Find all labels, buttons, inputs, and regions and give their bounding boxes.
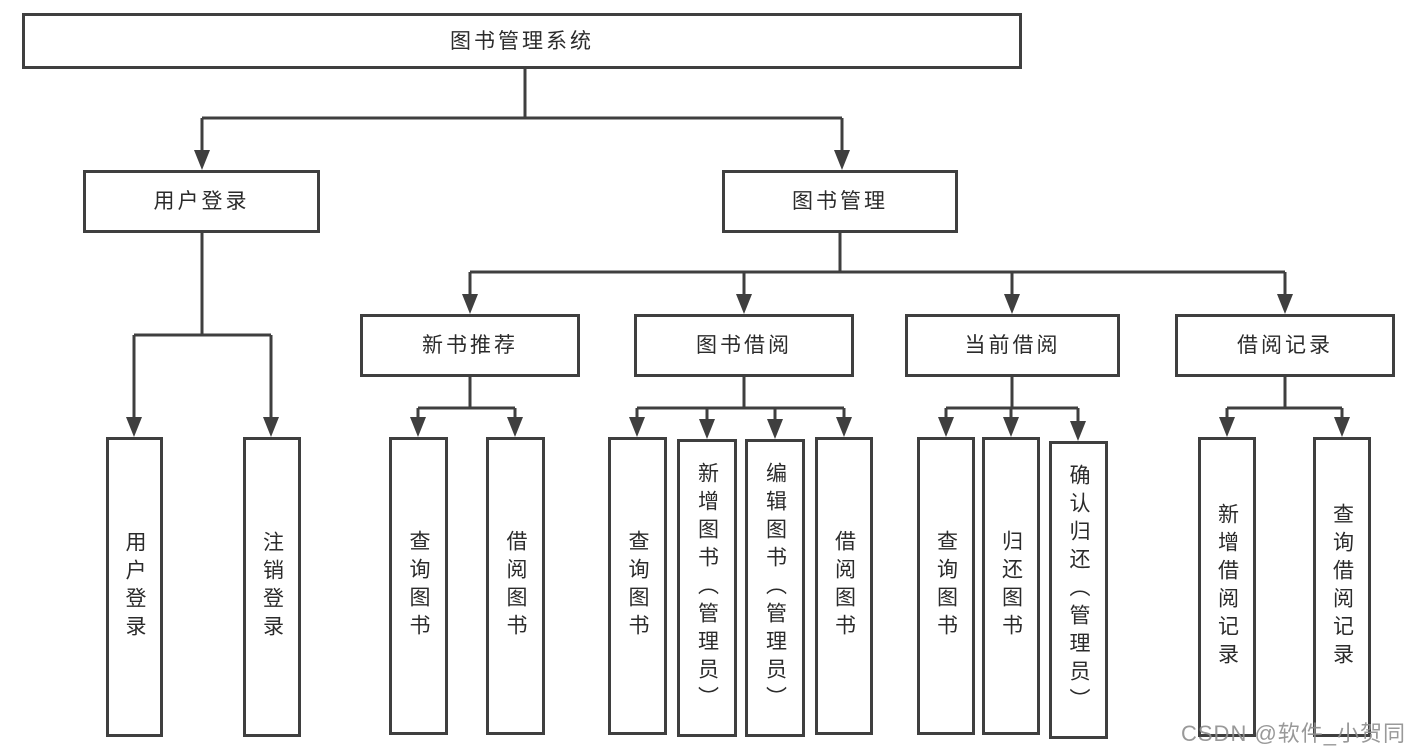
node-library-management-system: 图书管理系统	[22, 13, 1022, 69]
node-current-borrow: 当前借阅	[905, 314, 1120, 377]
node-book-management: 图书管理	[722, 170, 958, 233]
node-user-login: 用户登录	[83, 170, 320, 233]
node-borrow-borrow-book: 借阅图书	[815, 437, 873, 735]
node-borrow-query-book: 查询图书	[608, 437, 667, 735]
node-user-login-leaf: 用户登录	[106, 437, 163, 737]
csdn-watermark: CSDN @软件_小贺同学	[1181, 721, 1405, 746]
node-book-borrow: 图书借阅	[634, 314, 854, 377]
node-newbook-borrow-book: 借阅图书	[486, 437, 545, 735]
node-logout-leaf: 注销登录	[243, 437, 301, 737]
node-records-add-record: 新增借阅记录	[1198, 437, 1256, 737]
node-borrow-records: 借阅记录	[1175, 314, 1395, 377]
node-new-book-recommend: 新书推荐	[360, 314, 580, 377]
node-newbook-query-book: 查询图书	[389, 437, 448, 735]
node-records-query-record: 查询借阅记录	[1313, 437, 1371, 737]
node-current-return-book: 归还图书	[982, 437, 1040, 735]
node-borrow-add-book-admin: 新增图书（管理员）	[677, 439, 737, 737]
node-current-query-book: 查询图书	[917, 437, 975, 735]
node-current-confirm-return-admin: 确认归还（管理员）	[1049, 441, 1108, 739]
node-borrow-edit-book-admin: 编辑图书（管理员）	[745, 439, 805, 737]
